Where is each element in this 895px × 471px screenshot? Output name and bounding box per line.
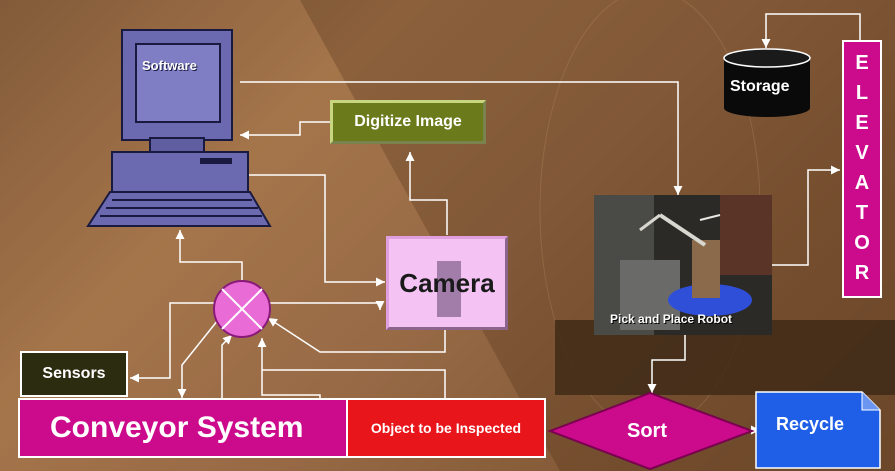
camera-label: Camera xyxy=(399,267,495,298)
elevator-letter: O xyxy=(854,232,870,254)
elevator-to-storage-arrow xyxy=(761,13,861,48)
computer-to-camera-arrow xyxy=(248,174,385,287)
robot-to-sort-arrow xyxy=(647,332,686,393)
software-to-robot-arrow xyxy=(240,81,683,195)
junction-to-camera-arrow xyxy=(270,301,385,310)
summing-junction-icon xyxy=(213,280,271,338)
camera-to-junction-arrow xyxy=(267,317,446,353)
digitize-to-software-arrow xyxy=(240,121,330,140)
robot-label: Pick and Place Robot xyxy=(610,312,733,326)
robot-to-elevator-arrow xyxy=(772,165,840,266)
elevator-letter: L xyxy=(855,82,869,104)
object-inspected-box: Object to be Inspected xyxy=(346,398,546,458)
elevator-letter: V xyxy=(855,142,869,164)
robot-photo xyxy=(594,195,772,335)
junction-to-computer-arrow xyxy=(175,230,243,280)
storage-cylinder-icon xyxy=(723,48,811,117)
junction-to-conveyor-arrow xyxy=(177,319,219,398)
digitize-image-box: Digitize Image xyxy=(330,100,486,144)
camera-icon xyxy=(437,261,461,317)
elevator-letter: E xyxy=(855,52,869,74)
object-inspected-label: Object to be Inspected xyxy=(370,420,522,436)
elevator-letter: T xyxy=(855,202,869,224)
camera-box: Camera xyxy=(386,236,508,330)
elevator-letter: R xyxy=(854,262,870,284)
software-label: Software xyxy=(142,58,197,73)
object-to-camera-line xyxy=(262,369,446,398)
storage-label: Storage xyxy=(730,78,790,95)
computer-icon xyxy=(86,29,272,227)
digitize-image-label: Digitize Image xyxy=(354,113,462,130)
recycle-document-shape xyxy=(755,391,881,469)
junction-to-sensors-arrow xyxy=(130,302,214,383)
sensors-label: Sensors xyxy=(42,365,106,382)
sort-label: Sort xyxy=(627,420,667,442)
recycle-label: Recycle xyxy=(776,414,845,434)
camera-to-digitize-arrow xyxy=(405,152,448,235)
conveyor-system-box: Conveyor System xyxy=(18,398,348,458)
sensors-box: Sensors xyxy=(20,351,128,397)
sort-diamond xyxy=(547,391,755,471)
conveyor-system-label: Conveyor System xyxy=(50,411,304,444)
conveyor-to-junction-arrow xyxy=(221,334,233,398)
elevator-letter: E xyxy=(855,112,869,134)
elevator-letter: A xyxy=(854,172,870,194)
